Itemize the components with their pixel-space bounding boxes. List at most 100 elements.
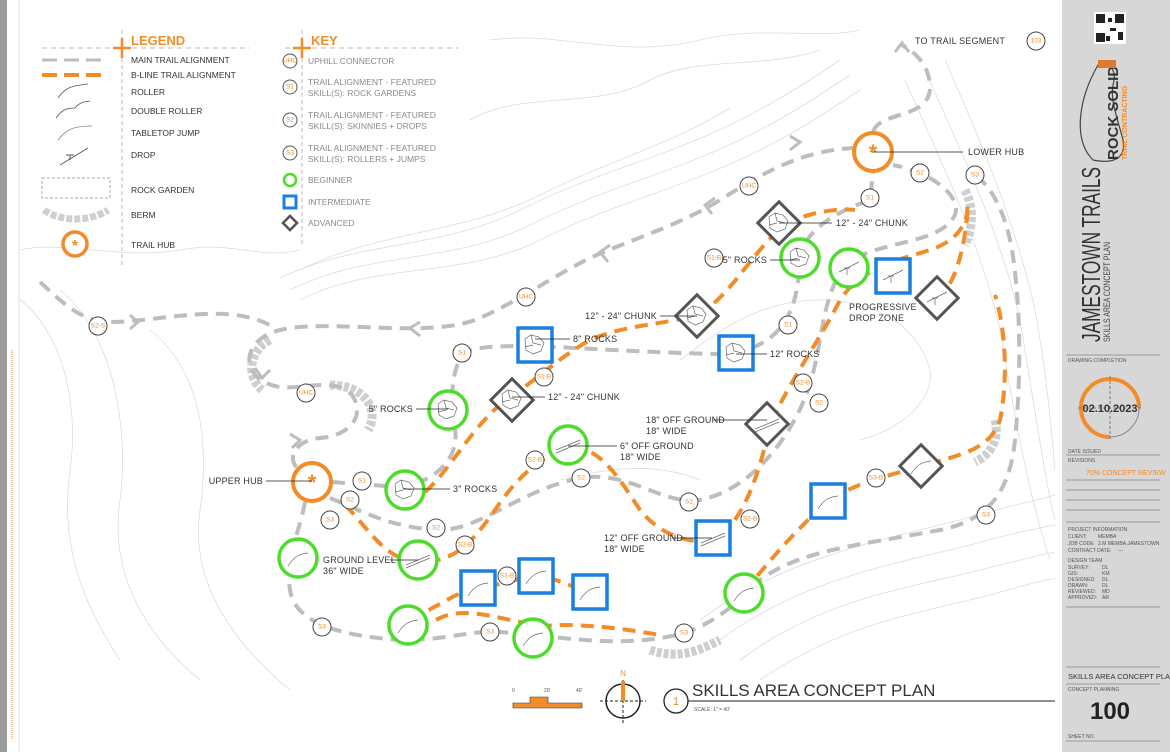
segment-tag[interactable]: S1-B (534, 367, 554, 387)
segment-tag[interactable]: S2 (679, 492, 699, 512)
svg-text:0: 0 (512, 688, 515, 694)
segment-tag[interactable]: S2 (910, 163, 930, 183)
advanced-marker (897, 442, 945, 490)
tag-circle (793, 373, 813, 393)
intermediate-feature[interactable] (874, 257, 912, 295)
arrow-icon (597, 243, 611, 263)
segment-tag[interactable]: S3 (674, 623, 694, 643)
intermediate-feature[interactable] (517, 557, 555, 595)
key-intermediate: INTERMEDIATE (308, 197, 371, 207)
segment-tag[interactable]: S1 (778, 315, 798, 335)
segment-tag[interactable]: S1 (860, 188, 880, 208)
segment-tag[interactable]: S3-B (866, 468, 886, 488)
scale-bar (512, 696, 583, 709)
tag-circle (497, 566, 517, 586)
intermediate-feature[interactable] (571, 573, 609, 611)
roll-symbol-icon (522, 632, 544, 647)
beginner-feature[interactable] (723, 572, 765, 614)
tag-label: S3 (982, 512, 990, 519)
callout-to-trail-segment[interactable]: TO TRAIL SEGMENT (915, 36, 1005, 46)
tag-label: S3-B (500, 573, 514, 580)
segment-tag[interactable]: 103 (1026, 31, 1046, 51)
tag-label: S1 (458, 350, 466, 357)
beginner-feature[interactable] (277, 537, 319, 579)
segment-tag[interactable]: S3 (976, 505, 996, 525)
advanced-feature[interactable] (897, 442, 945, 490)
segment-tag[interactable]: S1 (352, 471, 372, 491)
segment-tag[interactable]: S2-B (740, 509, 760, 529)
qr-code-icon[interactable] (1094, 12, 1126, 44)
segment-tag[interactable]: S3-B (497, 566, 517, 586)
key-s3: S3 TRAIL ALIGNMENT - FEATURED SKILL(S): … (282, 143, 436, 164)
beginner-feature[interactable] (427, 389, 469, 431)
tag-label: UHC (742, 183, 756, 190)
advanced-feature[interactable] (488, 376, 536, 424)
sheet-phase: CONCEPT PLANNING (1068, 687, 1119, 693)
advanced-feature[interactable] (913, 274, 961, 322)
segment-tag[interactable]: S2 (340, 490, 360, 510)
segment-tag[interactable]: S1 (452, 343, 472, 363)
segment-tag[interactable]: S2-B (793, 373, 813, 393)
segment-tag[interactable]: S3 (965, 165, 985, 185)
advanced-feature[interactable] (743, 400, 791, 448)
beginner-feature[interactable] (512, 617, 554, 659)
callout-drop-zone: DROP ZONE (849, 313, 904, 323)
legend-item: DOUBLE ROLLER (131, 106, 202, 116)
arrow-icon (789, 134, 803, 152)
tag-circle (965, 165, 985, 185)
segment-tag[interactable]: S2 (426, 518, 446, 538)
segment-tag[interactable]: S3 (320, 510, 340, 530)
tag-label: S2-B (458, 542, 472, 549)
segment-tag[interactable]: S2 (571, 468, 591, 488)
svg-text:SHEET NO.: SHEET NO. (1068, 734, 1095, 740)
segment-tag[interactable]: S2 (809, 393, 829, 413)
drop-symbol-icon (926, 291, 948, 305)
plan-scale: SCALE: 1" = 40' (694, 707, 730, 713)
beginner-feature[interactable] (387, 604, 429, 646)
tag-circle (679, 492, 699, 512)
beginner-feature[interactable] (828, 247, 870, 289)
roll-symbol-icon (525, 570, 547, 585)
project-info-label: PROJECT INFORMATION (1068, 527, 1128, 533)
sheet-title: SKILLS AREA CONCEPT PLAN (1068, 672, 1170, 681)
intermediate-feature[interactable] (717, 334, 755, 372)
north-arrow-icon: N (600, 669, 646, 724)
legend-title: LEGEND (131, 33, 185, 48)
intermediate-feature[interactable] (516, 326, 554, 364)
segment-tag[interactable]: S3 (312, 617, 332, 637)
segment-tag[interactable]: UHC (296, 383, 316, 403)
tag-label: S1-B (707, 255, 721, 262)
skinny-symbol-icon (555, 439, 581, 454)
tag-circle (534, 367, 554, 387)
segment-tag[interactable]: S3 (480, 622, 500, 642)
intermediate-feature[interactable] (459, 569, 497, 607)
roll-symbol-icon (817, 495, 839, 510)
beginner-marker (277, 537, 319, 579)
intermediate-marker (517, 557, 555, 595)
beginner-feature[interactable] (547, 424, 589, 466)
tag-label: S3 (486, 629, 494, 636)
tag-circle (976, 505, 996, 525)
callout-skinny: 36" WIDE (323, 566, 364, 576)
intermediate-marker (571, 573, 609, 611)
left-margin-bar (0, 0, 7, 752)
svg-text:S3: S3 (286, 150, 294, 157)
segment-tag[interactable]: S1-B (704, 248, 724, 268)
tag-label: S2 (432, 525, 440, 532)
svg-text:APPROVED:: APPROVED: (1068, 595, 1097, 601)
tag-circle (866, 468, 886, 488)
trail-hub-icon (61, 230, 89, 258)
segment-tags: UHCUHCUHCS1S1S1S1S2S2S2S2S2S2S3S3S3S3S3S… (88, 31, 1046, 643)
rock-symbol-icon (768, 212, 789, 233)
segment-tag[interactable]: S2-B (455, 535, 475, 555)
segment-tag[interactable]: UHC (739, 176, 759, 196)
svg-text:*: * (72, 238, 79, 255)
beginner-feature[interactable] (779, 237, 821, 279)
beginner-feature[interactable] (384, 469, 426, 511)
segment-tag[interactable]: UHC (516, 287, 536, 307)
upper-hub[interactable]: * (291, 461, 333, 503)
segment-tag[interactable]: S2-S (88, 316, 108, 336)
segment-tag[interactable]: S2-B (525, 450, 545, 470)
tag-label: UHC (299, 390, 313, 397)
intermediate-feature[interactable] (809, 482, 847, 520)
